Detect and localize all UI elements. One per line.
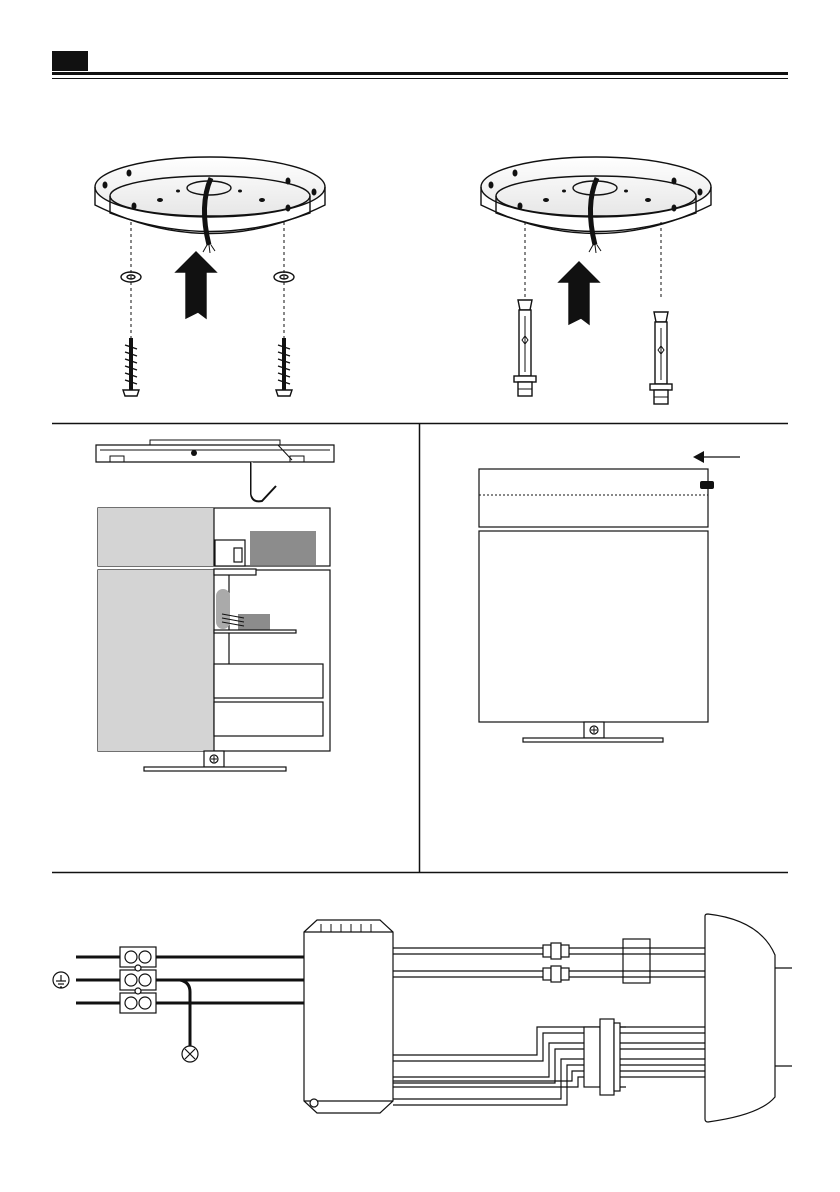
expansion-anchor-left <box>514 300 536 396</box>
block-gray <box>250 531 316 565</box>
figure-base-screws <box>95 157 325 396</box>
figure-bracket-plate <box>479 451 740 742</box>
header-rule-thin <box>52 78 788 79</box>
panel-gray-lower <box>98 570 214 751</box>
set-screw <box>700 481 714 489</box>
up-arrow-icon <box>176 252 216 318</box>
receiver-box <box>304 920 393 1113</box>
left-arrow-icon <box>693 451 704 463</box>
terminal-block <box>120 947 156 1013</box>
section-tab <box>52 51 88 71</box>
expansion-anchor-right <box>650 312 672 404</box>
wood-screw-right <box>276 338 292 396</box>
ground-symbol-icon <box>53 972 69 988</box>
figure-bracket-section <box>96 440 334 771</box>
motor-housing <box>705 914 792 1122</box>
panel-gray-upper <box>98 508 214 566</box>
page-header <box>52 51 788 79</box>
figure-base-anchors <box>481 157 711 404</box>
up-arrow-icon <box>559 262 599 324</box>
inline-connector-2 <box>543 966 569 982</box>
wood-screw-left <box>123 338 139 396</box>
cable-gland <box>584 1019 626 1095</box>
inline-connector-1 <box>543 943 569 959</box>
header-rule-thick <box>52 72 788 75</box>
wiring-diagram <box>53 914 792 1122</box>
